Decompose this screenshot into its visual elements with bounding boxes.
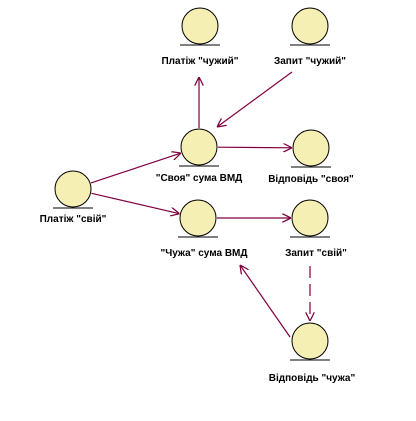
entity-circle bbox=[291, 199, 329, 237]
entity-circle bbox=[291, 322, 329, 360]
entity-circle bbox=[292, 129, 330, 167]
node-label: "Своя" сума ВМД bbox=[156, 173, 243, 184]
entity-circle bbox=[180, 128, 218, 166]
node-chuzha-suma[interactable]: "Чужа" сума ВМД bbox=[160, 199, 248, 259]
node-vidpovid-chuzha[interactable]: Відповідь "чужа" bbox=[269, 322, 356, 384]
node-platizh-chuzhyi[interactable]: Платіж "чужий" bbox=[161, 7, 239, 67]
node-vidpovid-svoia[interactable]: Відповідь "своя" bbox=[268, 129, 354, 185]
node-label: Відповідь "своя" bbox=[268, 174, 354, 185]
edge-zapyt-chuzhyi-to-svoia-suma bbox=[217, 71, 293, 127]
entity-circle bbox=[179, 199, 217, 237]
node-label: "Чужа" сума ВМД bbox=[160, 248, 247, 259]
entity-circle bbox=[181, 7, 219, 45]
node-label: Платіж "свій" bbox=[40, 214, 107, 225]
node-zapyt-chuzhyi[interactable]: Запит "чужий" bbox=[274, 7, 346, 67]
edges-layer bbox=[90, 71, 310, 338]
node-label: Відповідь "чужа" bbox=[269, 373, 356, 384]
entity-circle bbox=[291, 7, 329, 45]
edge-svoia-suma-to-vidpovid-svoia bbox=[217, 147, 292, 148]
edge-platizh-svii-to-svoia-suma bbox=[90, 153, 181, 184]
node-label: Запит "чужий" bbox=[274, 56, 346, 67]
node-zapyt-svii[interactable]: Запит "свій" bbox=[285, 199, 347, 259]
node-platizh-svii[interactable]: Платіж "свій" bbox=[40, 170, 107, 225]
edge-vidpovid-chuzha-to-chuzha-suma bbox=[240, 265, 291, 338]
node-label: Запит "свій" bbox=[285, 248, 347, 259]
entity-circle bbox=[54, 170, 92, 208]
node-label: Платіж "чужий" bbox=[161, 56, 238, 67]
node-svoia-suma[interactable]: "Своя" сума ВМД bbox=[156, 128, 243, 184]
edge-platizh-svii-to-chuzha-suma bbox=[91, 192, 180, 213]
